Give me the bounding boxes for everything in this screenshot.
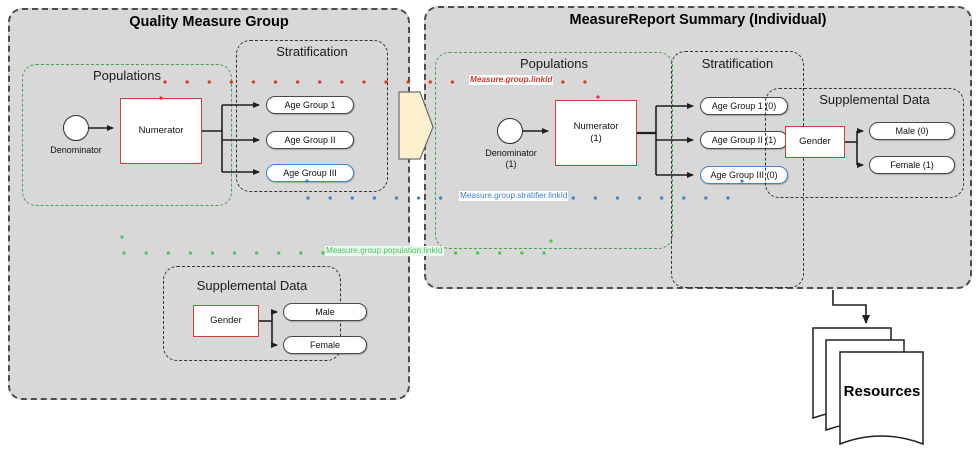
- right-numerator-count: (1): [590, 133, 602, 144]
- right-denominator-count: (1): [505, 159, 517, 170]
- left-supplemental-title: Supplemental Data: [196, 278, 308, 293]
- link-label-stratifier-linkid: Measure.group.stratifier.linkId: [459, 191, 569, 201]
- left-supplemental-female[interactable]: Female: [283, 336, 367, 354]
- right-supplemental-female[interactable]: Female (1): [869, 156, 955, 174]
- right-flow-connectors: [523, 103, 694, 178]
- left-supplemental-male[interactable]: Male: [283, 303, 367, 321]
- measurereport-summary-panel: [424, 6, 972, 289]
- left-denominator-label: Denominator: [50, 145, 102, 155]
- left-numerator-node[interactable]: Numerator: [120, 98, 202, 164]
- link-label-group-linkid: Measure.group.linkId: [469, 75, 554, 85]
- right-stratification-title: Stratification: [701, 56, 774, 71]
- left-supplemental-gender-node[interactable]: Gender: [193, 305, 259, 337]
- right-supplemental-male[interactable]: Male (0): [869, 122, 955, 140]
- resources-connector: [832, 290, 870, 324]
- resources-label: Resources: [843, 383, 921, 400]
- right-stratum-age-group-3[interactable]: Age Group III (0): [700, 166, 788, 184]
- right-populations-title: Populations: [520, 56, 588, 71]
- left-denominator-node[interactable]: [63, 115, 89, 141]
- right-supplemental-gender-node[interactable]: Gender: [785, 126, 845, 158]
- left-stratification-title: Stratification: [276, 44, 348, 59]
- right-denominator-label: Denominator (1): [473, 148, 549, 171]
- left-stratum-age-group-2[interactable]: Age Group II: [266, 131, 354, 149]
- left-stratum-age-group-1[interactable]: Age Group 1: [266, 96, 354, 114]
- left-populations-region: [22, 64, 232, 206]
- left-flow-connectors: [89, 102, 260, 175]
- right-supplemental-title: Supplemental Data: [819, 92, 930, 107]
- left-stratum-age-group-3[interactable]: Age Group III: [266, 164, 354, 182]
- right-supplemental-region: [765, 88, 964, 198]
- link-trace-population-linkid-spurs: [120, 235, 553, 243]
- right-populations-region: [435, 52, 673, 249]
- link-label-population-linkid: Measure.group.population.linkId: [325, 246, 444, 256]
- resources-stack-icon: [812, 327, 924, 446]
- transform-chevron-icon: [398, 91, 434, 160]
- quality-measure-group-title: Quality Measure Group: [129, 14, 289, 30]
- measurereport-summary-title: MeasureReport Summary (Individual): [569, 12, 827, 28]
- right-denominator-node[interactable]: [497, 118, 523, 144]
- left-supplemental-connectors: [259, 309, 278, 348]
- right-stratification-region: [671, 51, 804, 288]
- right-supplemental-connectors: [845, 128, 864, 168]
- right-numerator-label: Numerator: [573, 121, 619, 133]
- left-populations-title: Populations: [93, 68, 161, 83]
- right-numerator-node[interactable]: Numerator (1): [555, 100, 637, 166]
- left-stratification-region: [236, 40, 388, 192]
- link-trace-group-linkid-spurs: [159, 95, 600, 100]
- right-denominator-label-text: Denominator: [485, 148, 537, 158]
